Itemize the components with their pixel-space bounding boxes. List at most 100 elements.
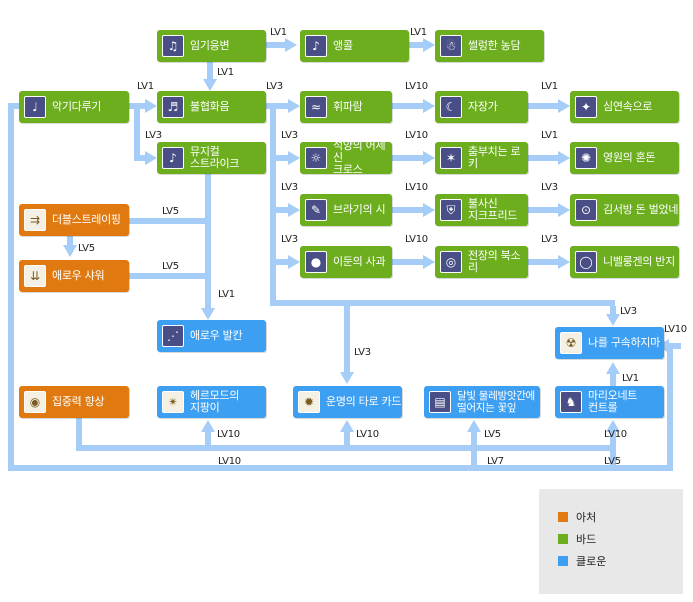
skill-encore: ♪ 앵콜 bbox=[300, 30, 409, 62]
apple-icon: ● bbox=[305, 251, 327, 273]
skill-instrument-handling: ♩ 악기다루기 bbox=[19, 91, 129, 123]
skill-label: 니벨룽겐의 반지 bbox=[603, 255, 675, 268]
level-label: LV5 bbox=[78, 243, 95, 254]
arrows-icon: ⇉ bbox=[24, 209, 46, 231]
skill-label: 휘파람 bbox=[333, 100, 363, 113]
coin-icon: ⊙ bbox=[575, 199, 597, 221]
skill-impromptu: ♫ 임기응변 bbox=[157, 30, 266, 62]
staff-icon: ✴ bbox=[162, 391, 184, 413]
hazard-icon: ☢ bbox=[560, 332, 582, 354]
skill-label: 나를 구속하지마 bbox=[588, 336, 660, 349]
skill-label: 집중력 향상 bbox=[52, 395, 105, 408]
legend-item-bard: 바드 bbox=[558, 532, 596, 546]
skill-label: 헤르모드의 지팡이 bbox=[190, 389, 240, 414]
level-label: LV1 bbox=[270, 27, 287, 38]
skill-label: 춤부치는 로키 bbox=[468, 145, 521, 170]
sheet-music-icon: ♫ bbox=[162, 35, 184, 57]
harp-icon: ♪ bbox=[305, 35, 327, 57]
level-label: LV7 bbox=[487, 456, 504, 467]
skill-invulnerable-siegfried: ⛨ 불사신 지크프리드 bbox=[435, 194, 528, 226]
level-label: LV10 bbox=[405, 234, 428, 245]
level-label: LV10 bbox=[217, 429, 240, 440]
skill-dissonance: ♬ 불협화음 bbox=[157, 91, 266, 123]
legend-item-archer: 아처 bbox=[558, 510, 596, 524]
eye-icon: ◉ bbox=[24, 391, 46, 413]
skill-label: 심연속으로 bbox=[603, 100, 653, 113]
skill-label: 마리오네트 컨트롤 bbox=[588, 389, 638, 414]
shield-icon: ⛨ bbox=[440, 199, 462, 221]
skill-double-strafe: ⇉ 더블스트레이핑 bbox=[19, 204, 129, 236]
skill-apple-of-idun: ● 이둔의 사과 bbox=[300, 246, 392, 278]
skill-label: 전장의 북소리 bbox=[468, 249, 521, 274]
whistle-icon: ≈ bbox=[305, 96, 327, 118]
level-label: LV1 bbox=[622, 373, 639, 384]
level-label: LV10 bbox=[405, 130, 428, 141]
legend-item-clown: 클로운 bbox=[558, 554, 606, 568]
skill-hermode: ✴ 헤르모드의 지팡이 bbox=[157, 386, 266, 418]
vulcan-icon: ⋰ bbox=[162, 325, 184, 347]
skill-label: 김서방 돈 벌었네 bbox=[603, 203, 679, 216]
skill-kimseobang: ⊙ 김서방 돈 벌었네 bbox=[570, 194, 679, 226]
skill-concentration: ◉ 집중력 향상 bbox=[19, 386, 129, 418]
skill-label: 불협화음 bbox=[190, 100, 230, 113]
chaos-icon: ✺ bbox=[575, 147, 597, 169]
legend: 아처 바드 클로운 bbox=[539, 489, 683, 594]
scroll-icon: ✎ bbox=[305, 199, 327, 221]
level-label: LV5 bbox=[162, 206, 179, 217]
skill-nibelungen-ring: ◯ 니벨룽겐의 반지 bbox=[570, 246, 679, 278]
legend-label: 아처 bbox=[576, 511, 597, 524]
skill-label: 뮤지컬 스트라이크 bbox=[190, 145, 240, 170]
skill-label: 영원의 혼돈 bbox=[603, 151, 656, 164]
skill-label: 자장가 bbox=[468, 100, 498, 113]
arrow-rain-icon: ⇊ bbox=[24, 265, 46, 287]
skill-label: 이둔의 사과 bbox=[333, 255, 386, 268]
strike-icon: ♪ bbox=[162, 147, 184, 169]
level-label: LV3 bbox=[541, 182, 558, 193]
level-label: LV1 bbox=[541, 81, 558, 92]
level-label: LV10 bbox=[218, 456, 241, 467]
skill-label: 애로우 발칸 bbox=[190, 329, 243, 342]
skill-dont-forget-me: ☢ 나를 구속하지마 bbox=[555, 327, 664, 359]
level-label: LV10 bbox=[405, 81, 428, 92]
level-label: LV10 bbox=[664, 324, 687, 335]
sleep-icon: ☾ bbox=[440, 96, 462, 118]
skill-arrow-vulcan: ⋰ 애로우 발칸 bbox=[157, 320, 266, 352]
level-label: LV3 bbox=[620, 306, 637, 317]
sunset-icon: ☼ bbox=[305, 147, 327, 169]
skill-label: 달빛 물레방앗간에 떨어지는 꽃잎 bbox=[457, 390, 535, 414]
skill-deep-sleep: ✦ 심연속으로 bbox=[570, 91, 679, 123]
level-label: LV1 bbox=[541, 130, 558, 141]
legend-label: 바드 bbox=[576, 533, 597, 546]
level-label: LV5 bbox=[162, 261, 179, 272]
skill-label: 임기응변 bbox=[190, 39, 230, 52]
level-label: LV3 bbox=[354, 347, 371, 358]
skill-label: 불사신 지크프리드 bbox=[468, 197, 518, 222]
legend-swatch bbox=[558, 534, 568, 544]
ghost-icon: ☃ bbox=[440, 35, 462, 57]
level-label: LV3 bbox=[281, 182, 298, 193]
skill-arrow-shower: ⇊ 애로우 샤워 bbox=[19, 260, 129, 292]
skill-label: 더블스트레이핑 bbox=[52, 213, 121, 226]
level-label: LV1 bbox=[217, 67, 234, 78]
level-label: LV1 bbox=[410, 27, 427, 38]
skill-tarot: ✹ 운명의 타로 카드 bbox=[293, 386, 402, 418]
skill-label: 악기다루기 bbox=[52, 100, 102, 113]
level-label: LV3 bbox=[145, 130, 162, 141]
skill-label: 애로우 샤워 bbox=[52, 269, 105, 282]
skill-whistle: ≈ 휘파람 bbox=[300, 91, 392, 123]
level-label: LV1 bbox=[137, 81, 154, 92]
skill-label: 석양의 어세신 크로스 bbox=[333, 139, 386, 176]
level-label: LV10 bbox=[356, 429, 379, 440]
ring-icon: ◯ bbox=[575, 251, 597, 273]
tarot-icon: ✹ bbox=[298, 391, 320, 413]
drum-icon: ◎ bbox=[440, 251, 462, 273]
skill-musical-strike: ♪ 뮤지컬 스트라이크 bbox=[157, 142, 266, 174]
skill-moonlit-water: ▤ 달빛 물레방앗간에 떨어지는 꽃잎 bbox=[424, 386, 540, 418]
skill-drum-battlefield: ◎ 전장의 북소리 bbox=[435, 246, 528, 278]
marionette-icon: ♞ bbox=[560, 391, 582, 413]
level-label: LV3 bbox=[281, 130, 298, 141]
legend-label: 클로운 bbox=[576, 555, 607, 568]
skill-label: 앵콜 bbox=[333, 39, 353, 52]
skill-label: 브라기의 시 bbox=[333, 203, 386, 216]
